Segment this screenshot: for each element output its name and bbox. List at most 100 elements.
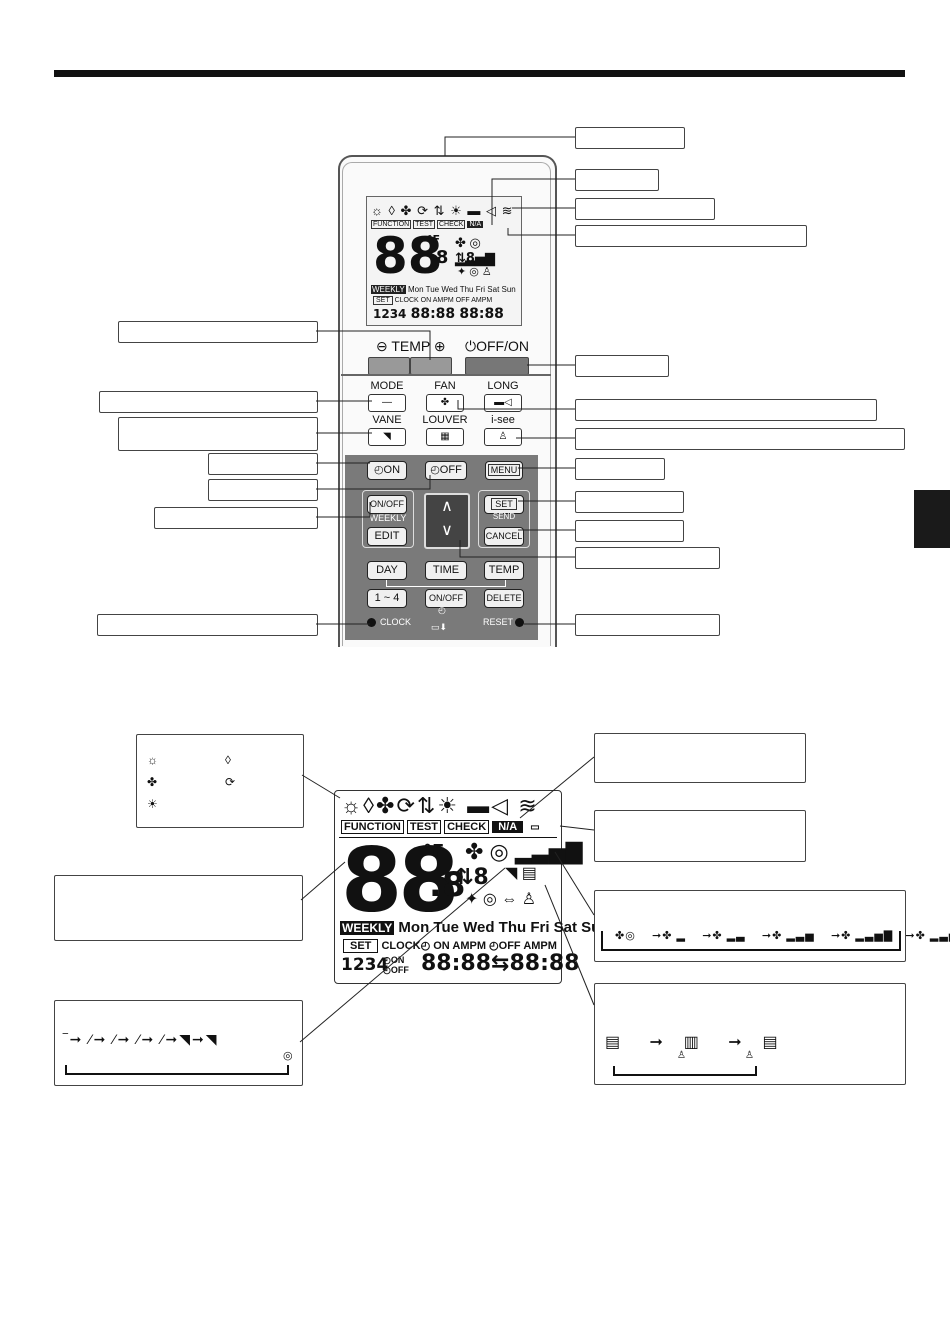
callout-box-14 [99,391,318,413]
temperature-callout-box [54,875,303,941]
isee-sequence-box: ▤ ➞ ▥ ➞ ▤ ♙ ♙ [594,983,906,1085]
temp-program-button[interactable]: TEMP [484,561,524,580]
divider [341,374,551,376]
big-louver-icon: ◥ ▤ [505,865,537,882]
vane-label: VANE [372,414,402,426]
time-button[interactable]: TIME [425,561,467,580]
decimal-digit: .8 [429,247,449,268]
weekly-onoff-button[interactable]: ON/OFF [367,495,407,514]
delete-button[interactable]: DELETE [484,589,524,608]
big-updown: ⇅8 [455,865,489,890]
line-22 [519,756,595,819]
fan-label: FAN [434,380,456,392]
long-button[interactable]: ▬◁ [484,394,522,412]
vane-button[interactable]: ◥ [368,428,406,446]
na-callout-box [594,733,806,783]
weekly-indicator: WEEKLY [371,285,406,294]
callout-box-7 [575,428,905,450]
big-ampm-indicator: AMPM [452,940,486,952]
fan-button[interactable]: ✤ [426,394,464,412]
line-17 [316,475,431,490]
line-4 [507,228,575,236]
timer-labels-row: SET CLOCK ON AMPM OFF AMPM [373,296,493,305]
line-25 [544,884,595,1006]
day-button[interactable]: DAY [367,561,407,580]
big-decimal: .8 [429,865,466,905]
fan-speed-sequence-box: ✤◎ ➞✤ ▂ ➞✤ ▂▃ ➞✤ ▂▃▅ ➞✤ ▂▃▅▇ ➞✤ ▂▃▅▇▇ [594,890,950,962]
check-indicator: CHECK [436,220,466,229]
test-indicator: TEST [413,220,436,229]
big-on-small: ON [390,955,405,965]
on-time: 88:88 [410,306,456,322]
off-indicator: OFF [455,297,470,304]
callout-box-1 [575,127,685,149]
big-divider [339,837,557,838]
set-text: SET [491,498,517,510]
cool-icon: ☼ [147,753,158,767]
one-to-four-button[interactable]: 1 ~ 4 [367,589,407,608]
callout-box-11 [575,547,720,569]
louver-label: LOUVER [422,414,468,426]
big-off-small: OFF [390,965,409,975]
big-off-time: 88:88 [509,951,580,976]
callout-box-18 [154,507,318,529]
on-timer-button[interactable]: ◴ON [367,461,407,480]
on-timer-text: ON [383,464,401,476]
big-clock-indicator: CLOCK [381,940,421,952]
line-5 [316,330,431,360]
isee-sequence: ▤ ➞ ▥ ➞ ▤ [605,1034,782,1051]
chapter-tab [914,490,950,548]
callout-box-13 [118,321,318,343]
mode-button[interactable]: — [368,394,406,412]
big-fan-speed: ✤ ◎ ▂▃▅▇ [465,839,583,864]
auto-icon: ⟳ [225,775,236,789]
temp-label: ⊖ TEMP ⊕ [376,338,446,354]
remote-display: ☼ ◊ ✤ ⟳ ⇅ ☀ ▬ ◁ ≋ FUNCTION TEST CHECK N/… [366,196,522,326]
callout-box-4 [575,225,807,247]
remote-controller-inner-frame [342,162,551,646]
clock-button[interactable] [367,618,376,627]
callout-box-5 [575,355,669,377]
send-label: SEND [492,512,516,521]
reset-button[interactable] [515,618,524,627]
callout-box-12 [575,614,720,636]
callout-box-6 [575,399,877,421]
bracket [386,580,506,587]
ampm-indicator: AMPM [432,297,454,304]
isee-loop-arrow [613,1066,757,1076]
set-group [478,490,530,548]
swing-icon: ◎ [283,1050,293,1062]
unit-f: °F [427,233,441,246]
cancel-button[interactable]: CANCEL [484,527,524,546]
line-20 [301,774,341,799]
temperature-digits: 88 [373,227,443,285]
isee-button[interactable]: ♙ [484,428,522,446]
enlarged-display: ☼◊✤⟳⇅☀ ▬◁ ≋ FUNCTION TEST CHECK N/A ▭ 88… [334,790,610,984]
fan-loop-arrow [601,931,901,951]
clock-indicator: CLOCK [394,297,419,304]
big-test-indicator: TEST [406,820,442,834]
ampm-indicator-2: AMPM [471,297,493,304]
line-21 [300,861,346,901]
battery-callout-box [594,810,806,862]
big-temperature-digits: 88 [341,829,459,932]
louver-button[interactable]: ▦ [426,428,464,446]
fan-icon: ✤ [147,775,158,789]
menu-button[interactable]: MENU [485,461,523,480]
off-time: 88:88 [459,306,504,322]
big-on-time: 88:88 [421,951,492,976]
program-slots: 1234 [373,307,407,321]
off-timer-text: OFF [439,464,462,476]
big-check-indicator: CHECK [444,820,490,834]
vane-sequence: ‾➞ ⁄➞ ⁄➞ ⁄➞ ⁄➞◥➞◥ [63,1031,219,1047]
function-indicator: FUNCTION [371,220,412,229]
big-on-off-small: ◴ON◴OFF [383,955,409,975]
person-icon-1: ♙ [677,1050,686,1061]
set-button[interactable]: SET [484,495,524,514]
edit-button[interactable]: EDIT [367,527,407,546]
timer-onoff-button[interactable]: ON/OFF [425,589,467,608]
big-off-indicator: OFF [498,940,521,952]
up-down-button[interactable]: ∧∨ [424,493,470,549]
off-timer-button[interactable]: ◴OFF [425,461,467,480]
